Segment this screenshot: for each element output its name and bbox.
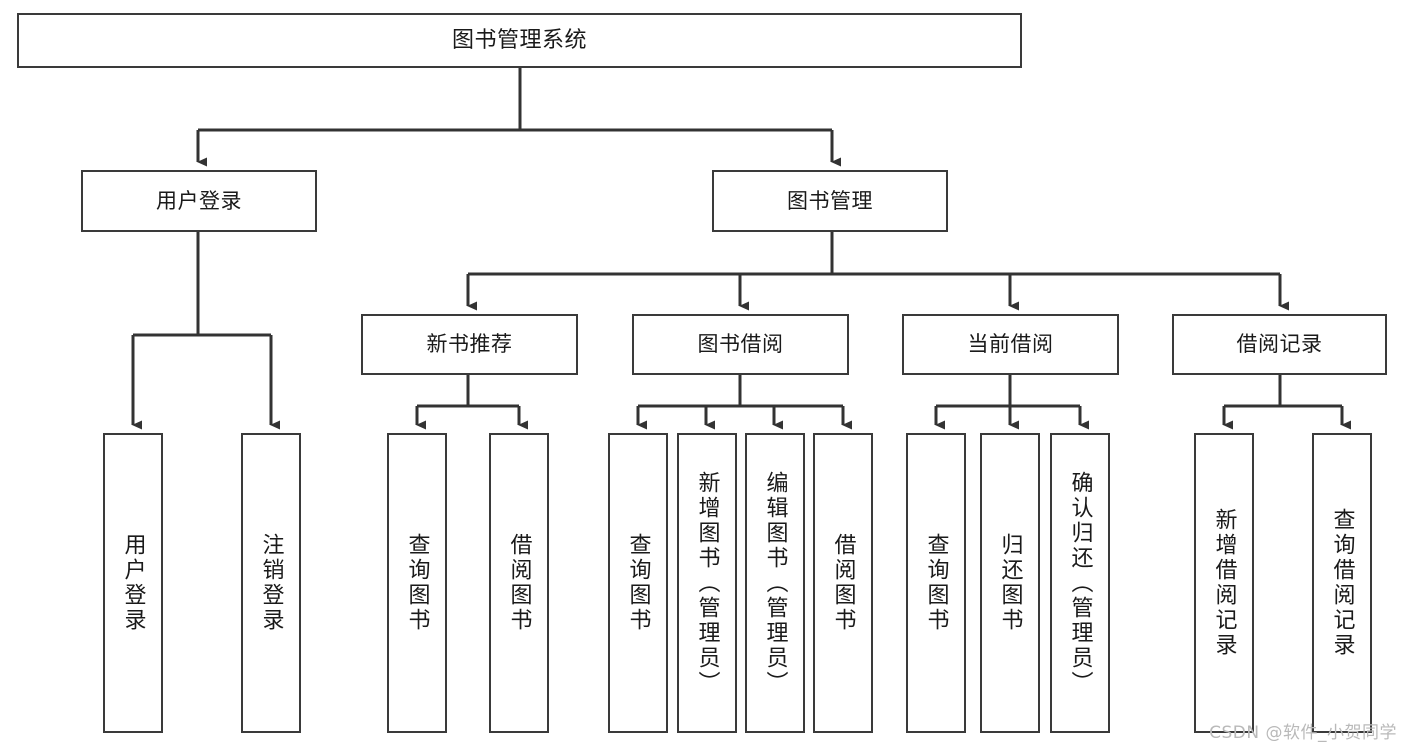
node-leaf-user-login-signout[interactable]: 注销登录 (241, 433, 301, 733)
node-label: 编辑图书（管理员） (762, 470, 788, 696)
node-label: 注销登录 (258, 533, 284, 633)
node-label: 确认归还（管理员） (1067, 470, 1093, 696)
node-leaf-new-book-query-books[interactable]: 查询图书 (387, 433, 447, 733)
node-label: 新增图书（管理员） (694, 470, 720, 696)
node-leaf-current-borrow-confirm-return-admin[interactable]: 确认归还（管理员） (1050, 433, 1110, 733)
node-label: 查询图书 (625, 533, 651, 633)
node-book-borrow[interactable]: 图书借阅 (632, 314, 849, 375)
node-leaf-user-login-signin[interactable]: 用户登录 (103, 433, 163, 733)
node-label: 当前借阅 (967, 332, 1054, 357)
node-leaf-book-borrow-query-books[interactable]: 查询图书 (608, 433, 668, 733)
node-label: 归还图书 (997, 533, 1023, 633)
node-leaf-current-borrow-query-books[interactable]: 查询图书 (906, 433, 966, 733)
node-user-login[interactable]: 用户登录 (81, 170, 317, 232)
node-book-management[interactable]: 图书管理 (712, 170, 948, 232)
node-label: 图书管理 (787, 188, 873, 213)
node-leaf-book-borrow-add-book-admin[interactable]: 新增图书（管理员） (677, 433, 737, 733)
node-label: 图书借阅 (697, 332, 784, 357)
node-root-library-management-system[interactable]: 图书管理系统 (17, 13, 1022, 68)
node-label: 用户登录 (156, 188, 242, 213)
node-leaf-book-borrow-borrow-books[interactable]: 借阅图书 (813, 433, 873, 733)
node-label: 用户登录 (120, 533, 146, 633)
node-current-borrow[interactable]: 当前借阅 (902, 314, 1119, 375)
node-new-book-recommend[interactable]: 新书推荐 (361, 314, 578, 375)
node-leaf-borrow-record-query-record[interactable]: 查询借阅记录 (1312, 433, 1372, 733)
watermark-text: CSDN @软件_小贺同学 (1209, 723, 1397, 743)
node-label: 借阅图书 (830, 533, 856, 633)
node-label: 新增借阅记录 (1211, 508, 1237, 658)
node-label: 查询借阅记录 (1329, 508, 1355, 658)
node-leaf-borrow-record-add-record[interactable]: 新增借阅记录 (1194, 433, 1254, 733)
node-borrow-record[interactable]: 借阅记录 (1172, 314, 1387, 375)
node-label: 新书推荐 (426, 332, 513, 357)
node-leaf-current-borrow-return-books[interactable]: 归还图书 (980, 433, 1040, 733)
node-label: 查询图书 (923, 533, 949, 633)
node-label: 图书管理系统 (451, 27, 587, 53)
node-leaf-new-book-borrow-books[interactable]: 借阅图书 (489, 433, 549, 733)
node-label: 借阅图书 (506, 533, 532, 633)
node-leaf-book-borrow-edit-book-admin[interactable]: 编辑图书（管理员） (745, 433, 805, 733)
node-label: 借阅记录 (1236, 332, 1323, 357)
node-label: 查询图书 (404, 533, 430, 633)
